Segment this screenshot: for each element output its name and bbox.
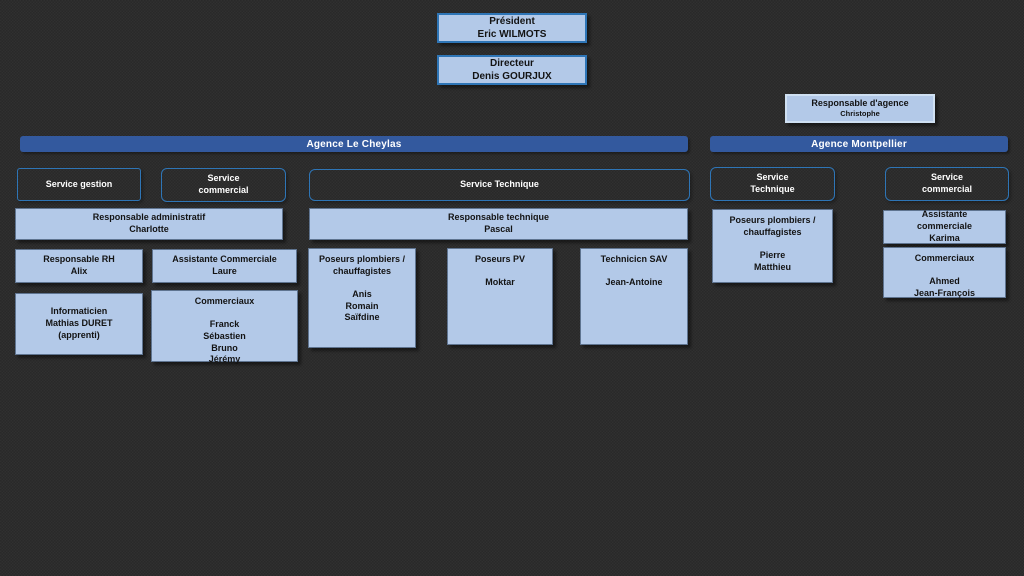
poseurs-plombiers-cheylas-label: Poseurs plombiers / chauffagistes Anis R… — [318, 254, 406, 323]
commerciaux-montpellier-box: Commerciaux Ahmed Jean-François — [883, 247, 1006, 298]
responsable-agence-title: Responsable d'agence — [811, 97, 909, 108]
president-box: Président Eric WILMOTS — [437, 13, 587, 43]
service-commercial-cheylas-header: Service commercial — [161, 168, 286, 202]
agence-montpellier-bar: Agence Montpellier — [710, 136, 1008, 152]
service-commercial-cheylas-label: Service commercial — [198, 173, 249, 195]
service-gestion-header: Service gestion — [17, 168, 141, 201]
poseurs-plombiers-cheylas-box: Poseurs plombiers / chauffagistes Anis R… — [308, 248, 416, 348]
responsable-agence-name: Christophe — [840, 109, 880, 119]
poseurs-plombiers-montpellier-label: Poseurs plombiers / chauffagistes Pierre… — [729, 215, 816, 272]
assistante-commerciale-cheylas-box: Assistante Commerciale Laure — [152, 249, 297, 283]
responsable-administratif-label: Responsable administratif Charlotte — [92, 212, 206, 234]
agence-le-cheylas-title: Agence Le Cheylas — [306, 138, 402, 150]
president-label: Président Eric WILMOTS — [477, 16, 547, 40]
informaticien-label: Informaticien Mathias DURET (apprenti) — [45, 306, 113, 340]
technicien-sav-label: Technicicn SAV Jean-Antoine — [600, 254, 668, 288]
agence-le-cheylas-bar: Agence Le Cheylas — [20, 136, 688, 152]
commerciaux-montpellier-label: Commerciaux Ahmed Jean-François — [913, 253, 976, 299]
assistante-commerciale-montpellier-box: Assistante commerciale Karima — [883, 209, 1006, 244]
responsable-technique-label: Responsable technique Pascal — [447, 212, 550, 234]
service-technique-cheylas-label: Service Technique — [460, 179, 539, 190]
commerciaux-cheylas-label: Commerciaux Franck Sébastien Bruno Jérém… — [194, 296, 255, 365]
assistante-commerciale-montpellier-label: Assistante commerciale Karima — [916, 209, 973, 243]
service-technique-montpellier-header: Service Technique — [710, 167, 835, 201]
directeur-label: Directeur Denis GOURJUX — [472, 58, 552, 82]
responsable-rh-label: Responsable RH Alix — [43, 254, 115, 276]
service-technique-montpellier-label: Service Technique — [750, 172, 795, 194]
assistante-commerciale-cheylas-label: Assistante Commerciale Laure — [172, 254, 277, 276]
informaticien-box: Informaticien Mathias DURET (apprenti) — [15, 293, 143, 355]
technicien-sav-box: Technicicn SAV Jean-Antoine — [580, 248, 688, 345]
directeur-box: Directeur Denis GOURJUX — [437, 55, 587, 85]
responsable-technique-box: Responsable technique Pascal — [309, 208, 688, 240]
service-technique-cheylas-header: Service Technique — [309, 169, 690, 201]
responsable-administratif-box: Responsable administratif Charlotte — [15, 208, 283, 240]
service-commercial-montpellier-label: Service commercial — [921, 172, 973, 194]
poseurs-pv-box: Poseurs PV Moktar — [447, 248, 553, 345]
commerciaux-cheylas-box: Commerciaux Franck Sébastien Bruno Jérém… — [151, 290, 298, 364]
poseurs-pv-label: Poseurs PV Moktar — [474, 254, 526, 288]
service-commercial-montpellier-header: Service commercial — [885, 167, 1009, 201]
responsable-agence-box: Responsable d'agence Christophe — [785, 94, 935, 123]
agence-montpellier-title: Agence Montpellier — [811, 138, 907, 150]
poseurs-plombiers-montpellier-box: Poseurs plombiers / chauffagistes Pierre… — [712, 209, 833, 283]
service-gestion-label: Service gestion — [45, 178, 113, 189]
responsable-rh-box: Responsable RH Alix — [15, 249, 143, 283]
